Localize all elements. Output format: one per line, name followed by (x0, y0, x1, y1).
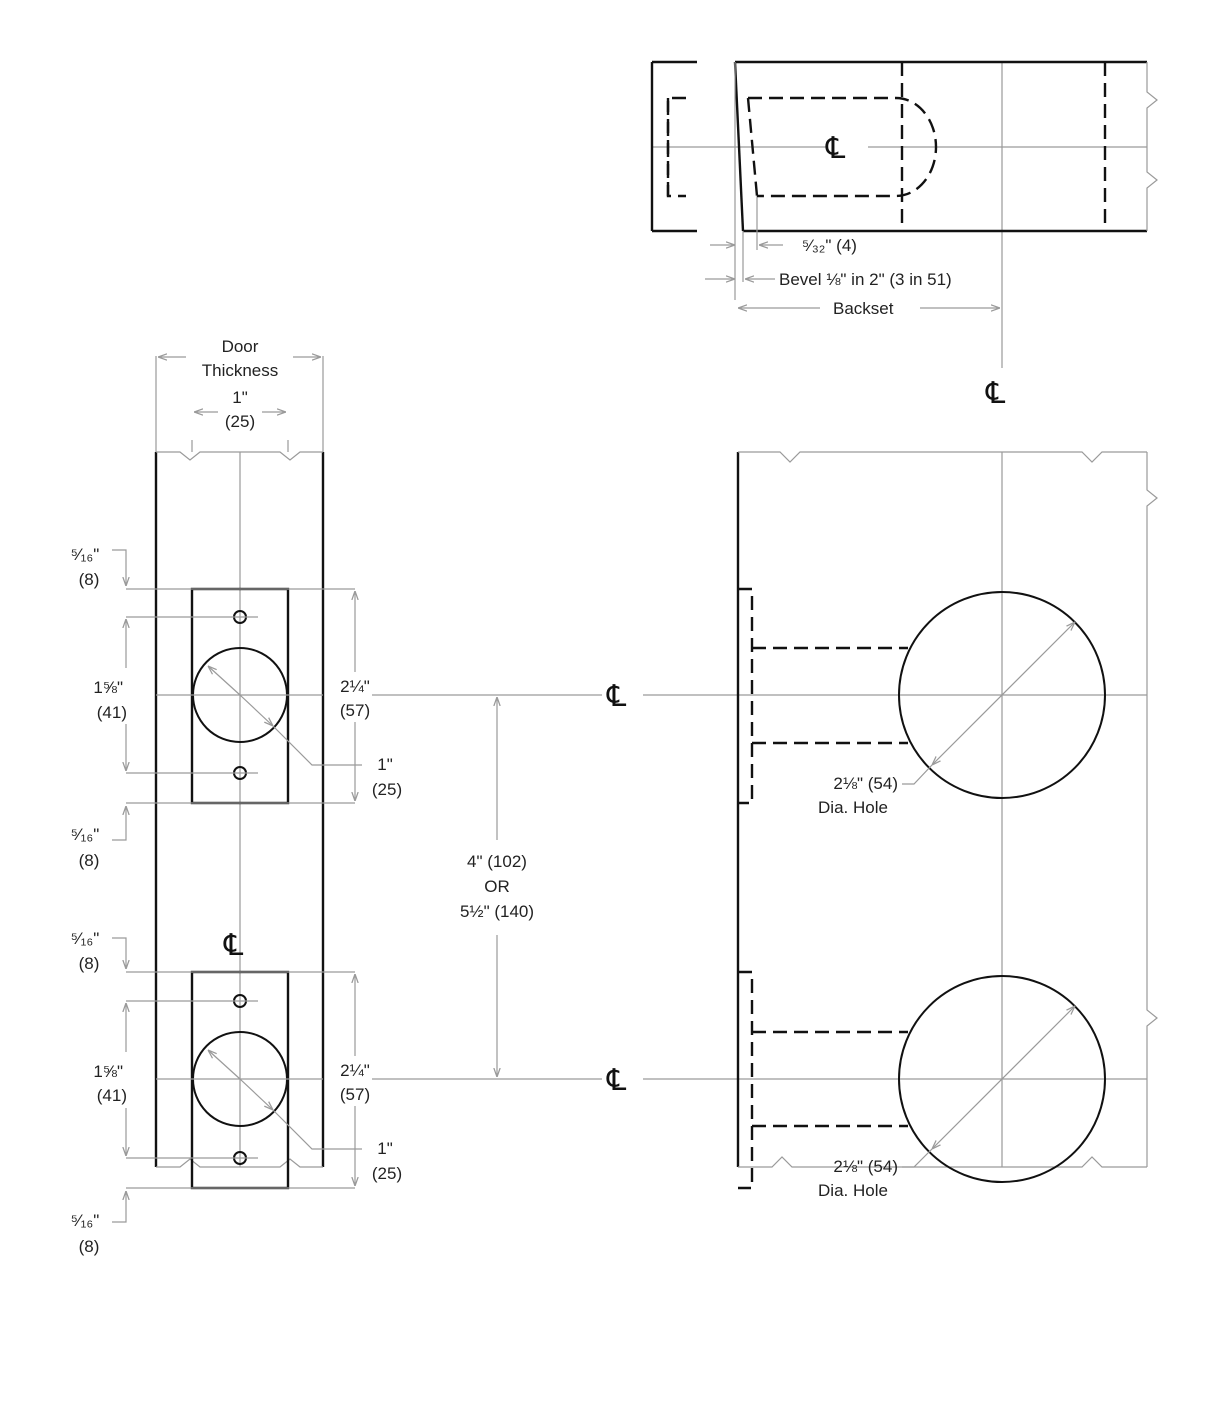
dim-small-offset: ⁵⁄₃₂" (4) (802, 236, 857, 255)
spacing-line-3: 5½" (140) (460, 902, 534, 921)
upper-centerline-symbol: ℄ (606, 679, 626, 714)
lower-hole-mm: (25) (372, 1164, 402, 1183)
faceplate-width-mm: (25) (225, 412, 255, 431)
backset-centerline-symbol: ℄ (985, 376, 1005, 411)
lower-hole-in: 1" (377, 1139, 393, 1158)
faceplate-width-in: 1" (232, 388, 248, 407)
top-view: ℄ ⁵⁄₃₂" (4) Bevel ⅛" in 2" (3 in 51) Bac… (650, 60, 1158, 411)
lower-screw-spacing-mm: (41) (97, 1086, 127, 1105)
dim-backset: Backset (833, 299, 894, 318)
upper-plate-height-mm: (57) (340, 701, 370, 720)
upper-bore: 2⅛" (54) Dia. Hole (738, 587, 1106, 817)
upper-bottom-offset-mm: (8) (79, 851, 100, 870)
face-view: 2⅛" (54) Dia. Hole 2⅛" (54) Dia. Hole (736, 451, 1158, 1200)
lower-plate-height-mm: (57) (340, 1085, 370, 1104)
lower-screw-spacing-in: 1⅝" (93, 1062, 123, 1081)
upper-screw-spacing-in: 1⅝" (93, 678, 123, 697)
top-centerline-symbol: ℄ (825, 131, 845, 166)
upper-faceplate: ⁵⁄₁₆" (8) 1⅝" (41) 2¼" (57) 1" (25) ⁵⁄₁₆… (71, 545, 402, 870)
upper-top-offset-mm: (8) (79, 570, 100, 589)
lower-bottom-offset-in: ⁵⁄₁₆" (71, 1211, 100, 1230)
upper-screw-spacing-mm: (41) (97, 703, 127, 722)
lower-bore: 2⅛" (54) Dia. Hole (738, 970, 1106, 1200)
upper-top-offset-in: ⁵⁄₁₆" (71, 545, 100, 564)
upper-hole-type: Dia. Hole (818, 798, 888, 817)
door-thickness-label-1: Door (222, 337, 259, 356)
spacing-line-2: OR (484, 877, 510, 896)
edge-view: Door Thickness 1" (25) (71, 337, 402, 1256)
lower-plate-height-in: 2¼" (340, 1061, 370, 1080)
upper-bottom-offset-in: ⁵⁄₁₆" (71, 825, 100, 844)
edge-centerline-symbol: ℄ (223, 928, 243, 963)
upper-plate-height-in: 2¼" (340, 677, 370, 696)
upper-hole-mm: (25) (372, 780, 402, 799)
lower-bottom-offset-mm: (8) (79, 1237, 100, 1256)
lower-top-offset-in: ⁵⁄₁₆" (71, 929, 100, 948)
lower-top-offset-mm: (8) (79, 954, 100, 973)
door-thickness-label-2: Thickness (202, 361, 279, 380)
upper-hole-diameter: 2⅛" (54) (833, 774, 898, 793)
lower-hole-diameter: 2⅛" (54) (833, 1157, 898, 1176)
lower-centerline-symbol: ℄ (606, 1063, 626, 1098)
spacing-line-1: 4" (102) (467, 852, 527, 871)
upper-hole-in: 1" (377, 755, 393, 774)
dim-bevel: Bevel ⅛" in 2" (3 in 51) (779, 270, 952, 289)
lower-hole-type: Dia. Hole (818, 1181, 888, 1200)
lower-faceplate: ⁵⁄₁₆" (8) 1⅝" (41) 2¼" (57) 1" (25) ⁵⁄₁₆… (71, 929, 402, 1256)
